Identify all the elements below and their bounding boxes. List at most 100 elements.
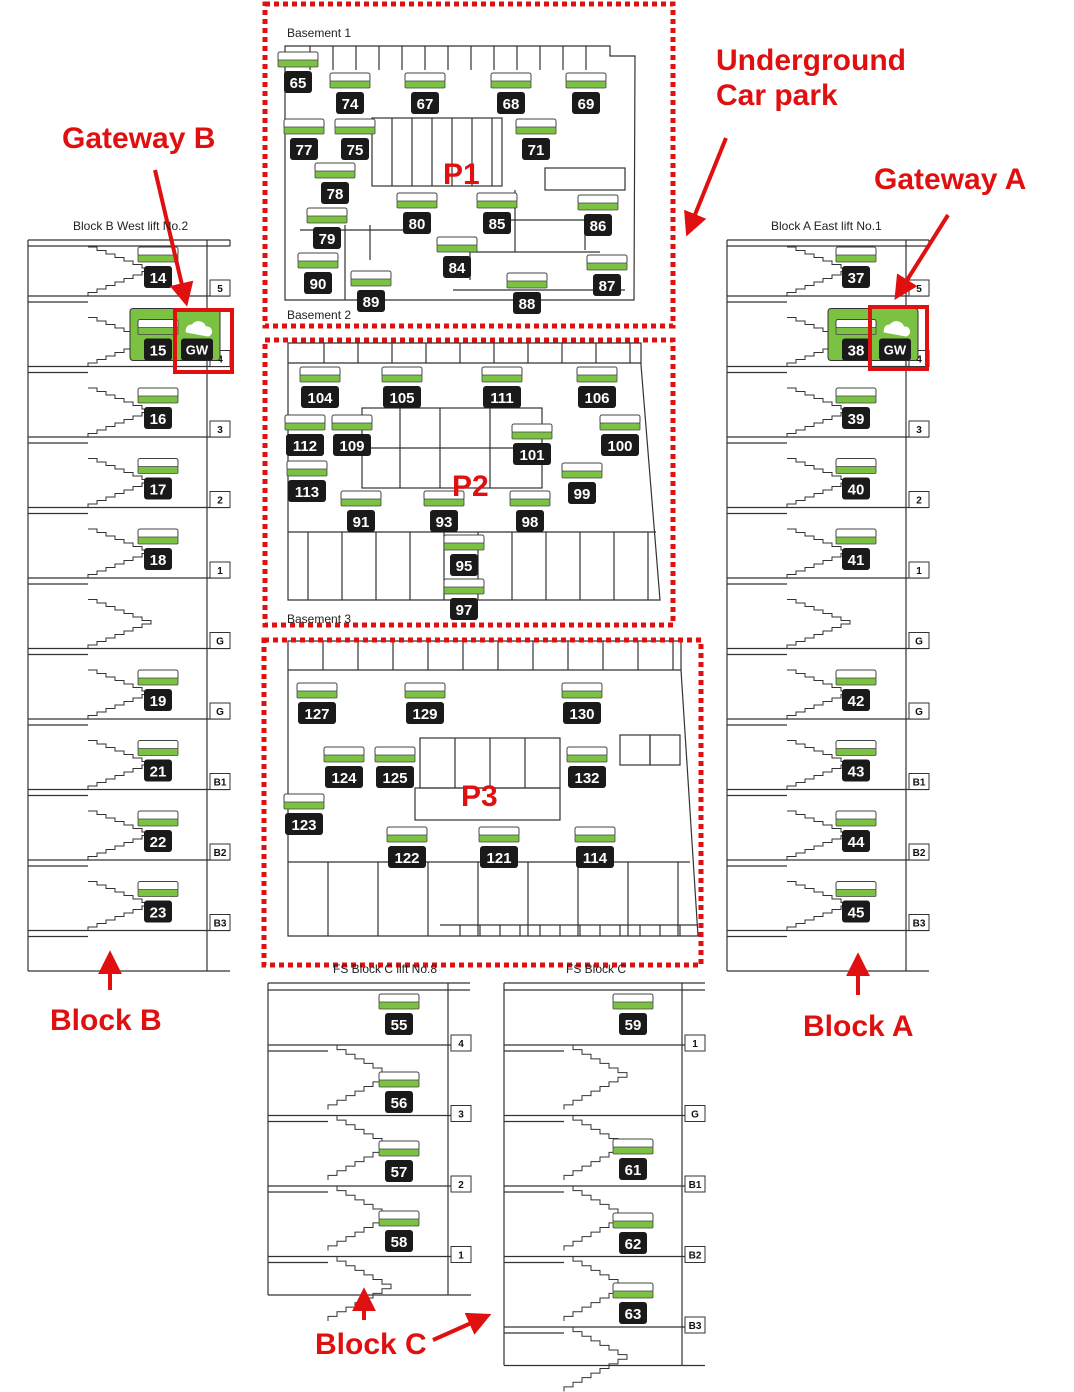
device-badge [443, 256, 471, 278]
device-badge [376, 766, 414, 788]
device-44: 44 [835, 810, 877, 852]
device-105: 105 [381, 366, 423, 408]
device-number: 40 [848, 482, 865, 499]
device-61: 61 [612, 1138, 654, 1180]
device-badge [383, 386, 421, 408]
staircase [786, 599, 851, 649]
cloud-icon [185, 321, 213, 337]
floor-text: 3 [458, 1110, 464, 1121]
device-number: 71 [528, 142, 545, 159]
device-68: 68 [490, 72, 532, 114]
device-badge [285, 813, 323, 835]
device-number: 122 [394, 850, 419, 867]
sensor-bar [835, 395, 877, 404]
device-45: 45 [835, 881, 877, 923]
device-87: 87 [586, 254, 628, 296]
block-b-label: Block B [50, 1004, 162, 1037]
sensor-bar [835, 466, 877, 474]
device-71: 71 [515, 118, 557, 160]
floor-box [684, 1105, 706, 1122]
floor-label-2: 2 [209, 491, 231, 508]
device-98: 98 [509, 490, 551, 532]
device-badge [333, 434, 371, 456]
device-127: 127 [296, 682, 338, 724]
floor-label-B1: B1 [684, 1175, 706, 1193]
device-125: 125 [374, 746, 416, 788]
floor-label-B2: B2 [684, 1246, 706, 1263]
device-41: 41 [835, 528, 877, 570]
sensor-bar [576, 374, 618, 383]
device-18: 18 [137, 528, 179, 570]
device-badge [572, 92, 600, 114]
device-129: 129 [404, 682, 446, 724]
sensor-bar [340, 498, 382, 507]
room-outline [619, 734, 651, 766]
device-badge [513, 443, 551, 465]
sensor-bar [386, 834, 428, 843]
device-badge [321, 182, 349, 204]
device-122: 122 [386, 826, 428, 868]
staircase [563, 1044, 628, 1110]
gateway-b-label: Gateway B [62, 122, 216, 155]
device-number: 18 [150, 552, 167, 569]
floor-text: B2 [214, 848, 227, 859]
floor-box [209, 773, 231, 790]
floor-box [209, 702, 231, 720]
device-38: 38 [835, 319, 877, 361]
device-badge [411, 92, 439, 114]
room-outline [414, 787, 561, 821]
p1-outline [284, 45, 636, 301]
device-number: 91 [353, 514, 370, 531]
device-89: 89 [350, 270, 392, 312]
floor-text: G [216, 707, 224, 718]
gateway-b-arrow [153, 169, 194, 307]
floor-label-B2: B2 [209, 843, 231, 861]
sensor-bar [378, 1218, 420, 1227]
floor-label-3: 3 [209, 420, 231, 438]
floor-label-1: 1 [908, 561, 930, 579]
device-15: 15 [137, 319, 179, 361]
floor-box [684, 1316, 706, 1334]
room-outline [371, 117, 503, 187]
floor-label-B3: B3 [209, 914, 231, 931]
block-c-label: Block C [315, 1328, 427, 1361]
cloud-icon [883, 321, 911, 337]
sensor-bar [323, 754, 365, 763]
device-number: 113 [295, 484, 319, 501]
gateway-text: GW [884, 343, 907, 358]
sensor-bar [566, 754, 608, 763]
device-badge [385, 1013, 413, 1035]
device-badge [144, 338, 172, 361]
device-number: 65 [290, 75, 307, 92]
floor-box [209, 914, 231, 931]
device-58: 58 [378, 1210, 420, 1252]
sensor-bar [565, 80, 607, 89]
sensor-bar [374, 754, 416, 763]
gateway-a-highlight [868, 305, 929, 371]
device-badge [144, 900, 172, 923]
floor-text: 1 [217, 566, 223, 577]
floor-box [450, 1246, 472, 1263]
gateway-badge [181, 338, 213, 361]
device-badge [144, 548, 172, 570]
sensor-bar [506, 280, 548, 289]
device-number: 85 [489, 216, 506, 233]
device-badge [301, 386, 339, 408]
device-43: 43 [835, 740, 877, 782]
floor-label-1: 1 [209, 561, 231, 579]
device-badge [842, 900, 870, 923]
floor-text: B1 [214, 778, 227, 789]
floor-label-2: 2 [450, 1175, 472, 1193]
device-badge [357, 290, 385, 312]
sensor-bar [835, 818, 877, 827]
device-number: 37 [848, 270, 865, 287]
device-badge [144, 759, 172, 782]
device-number: 90 [310, 276, 327, 293]
floor-label-B3: B3 [908, 914, 930, 931]
floor-label-3: 3 [908, 420, 930, 438]
floor-box [908, 632, 930, 649]
device-63: 63 [612, 1282, 654, 1324]
floor-text: 2 [458, 1180, 464, 1191]
device-number: 104 [307, 390, 333, 407]
